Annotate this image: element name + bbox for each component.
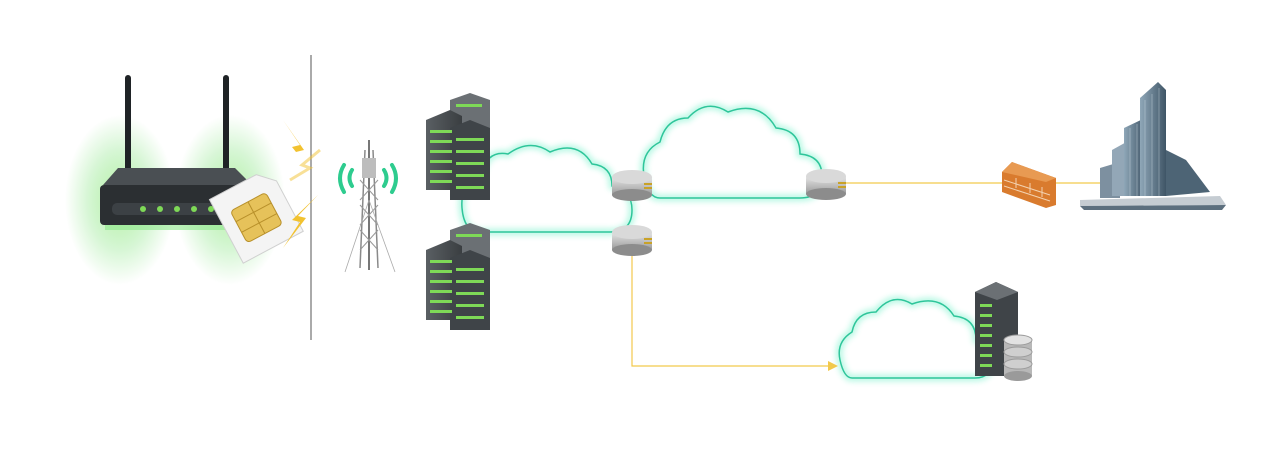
- network-router-icon: [612, 225, 652, 256]
- office-building-icon: [1080, 82, 1226, 210]
- network-router-icon: [612, 170, 652, 201]
- lightning-icon: [283, 195, 318, 248]
- network-router-icon: [806, 169, 846, 200]
- server-database-icon: [975, 282, 1033, 381]
- cell-tower-icon: [338, 140, 398, 273]
- server-rack-icon: [426, 93, 490, 200]
- sim-card-icon: [208, 174, 304, 264]
- brick-firewall-icon: [1002, 162, 1056, 208]
- cloud-private: [835, 296, 996, 382]
- cloud-transit: [639, 102, 826, 202]
- server-rack-icon: [426, 223, 490, 330]
- lightning-icon: [283, 120, 321, 182]
